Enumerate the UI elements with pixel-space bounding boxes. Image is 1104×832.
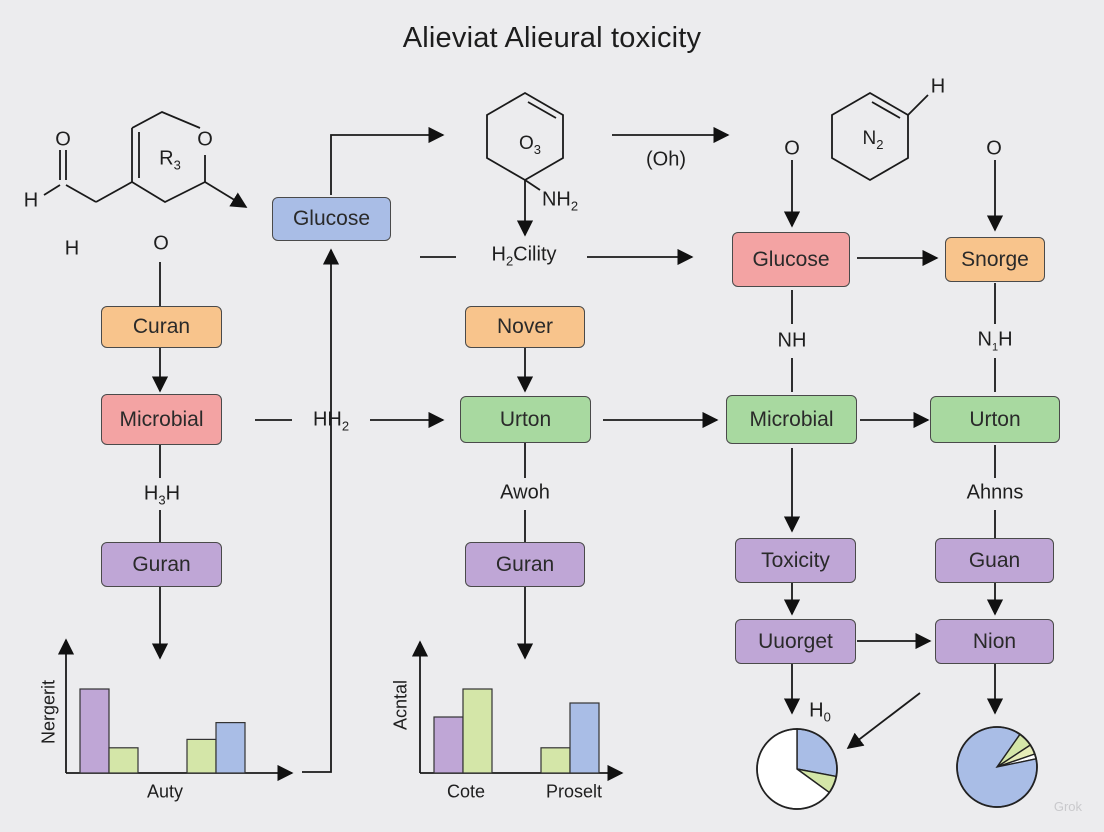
label-hh2: HH2 [312, 408, 350, 434]
label-h2cility: H2Cility [491, 243, 557, 269]
chart1-bar-1-2 [215, 721, 246, 774]
label-o-col4: O [986, 137, 1002, 160]
label-ahnns: Ahnns [966, 481, 1024, 504]
node-guran-mid: Guran [465, 542, 585, 587]
pie-chart-right [956, 726, 1038, 808]
node-nover: Nover [465, 306, 585, 348]
node-microbial-left: Microbial [101, 394, 222, 445]
node-urton-right: Urton [930, 396, 1060, 443]
label-o-col3: O [784, 137, 800, 160]
label-oh: (Oh) [646, 148, 686, 171]
molecule-1-ring-oxygen: O [197, 128, 213, 151]
molecule-2-ring-label: O3 [518, 133, 542, 157]
label-nh-col3: NH [777, 329, 807, 352]
molecule-1-carbonyl-oxygen: O [55, 128, 71, 151]
label-h3h: H3H [143, 482, 181, 508]
node-uuorget: Uuorget [735, 619, 856, 664]
chart2-bar-1-1 [540, 747, 571, 774]
bar-chart-middle [411, 640, 624, 782]
pie2-outline [956, 726, 1038, 808]
molecule-3-ring-label: N2 [862, 128, 884, 152]
watermark: Grok [1053, 799, 1082, 814]
chart2-y-label: Acntal [390, 679, 411, 731]
node-nion: Nion [935, 619, 1054, 664]
chart2-bar-1-2 [569, 702, 600, 774]
node-glucose-right: Glucose [732, 232, 850, 287]
chart1-bar-0-0 [79, 688, 110, 774]
chart2-x-tick-2: Proselt [545, 781, 603, 802]
bar-chart-left [57, 638, 294, 782]
node-urton-mid: Urton [460, 396, 591, 443]
label-o-left: O [153, 232, 169, 255]
molecule-1-ring-label: R3 [159, 147, 181, 173]
chart1-bar-1-1 [186, 738, 217, 774]
molecule-1-structure [43, 111, 248, 208]
chart1-y-label: Nergerit [38, 679, 59, 745]
pie1-slice-0 [796, 728, 838, 778]
label-awoh: Awoh [500, 481, 550, 504]
chart1-x-label: Auty [146, 781, 184, 802]
node-guan: Guan [935, 538, 1054, 583]
label-h-left: H [64, 237, 80, 260]
pie-chart-left [756, 728, 838, 810]
diagram-title: Alieviat Alieural toxicity [402, 22, 702, 54]
chart1-bar-0-1 [108, 747, 139, 774]
node-guran-left: Guran [101, 542, 222, 587]
molecule-2-amine: NH2 [541, 188, 579, 214]
label-n1h: N1H [977, 328, 1013, 354]
node-microbial-right: Microbial [726, 395, 857, 444]
node-curan: Curan [101, 306, 222, 348]
molecule-3-hydrogen: H [930, 75, 946, 98]
chart2-bar-0-0 [433, 716, 464, 774]
chart2-bar-0-1 [462, 688, 493, 774]
node-glucose-top: Glucose [272, 197, 391, 241]
molecule-1-hydrogen: H [23, 189, 39, 212]
molecule-3-structure [831, 91, 929, 182]
node-snorge: Snorge [945, 237, 1045, 282]
chart2-x-tick-1: Cote [446, 781, 486, 802]
node-toxicity: Toxicity [735, 538, 856, 583]
label-h0: H0 [809, 699, 831, 725]
pie1-outline [756, 728, 838, 810]
